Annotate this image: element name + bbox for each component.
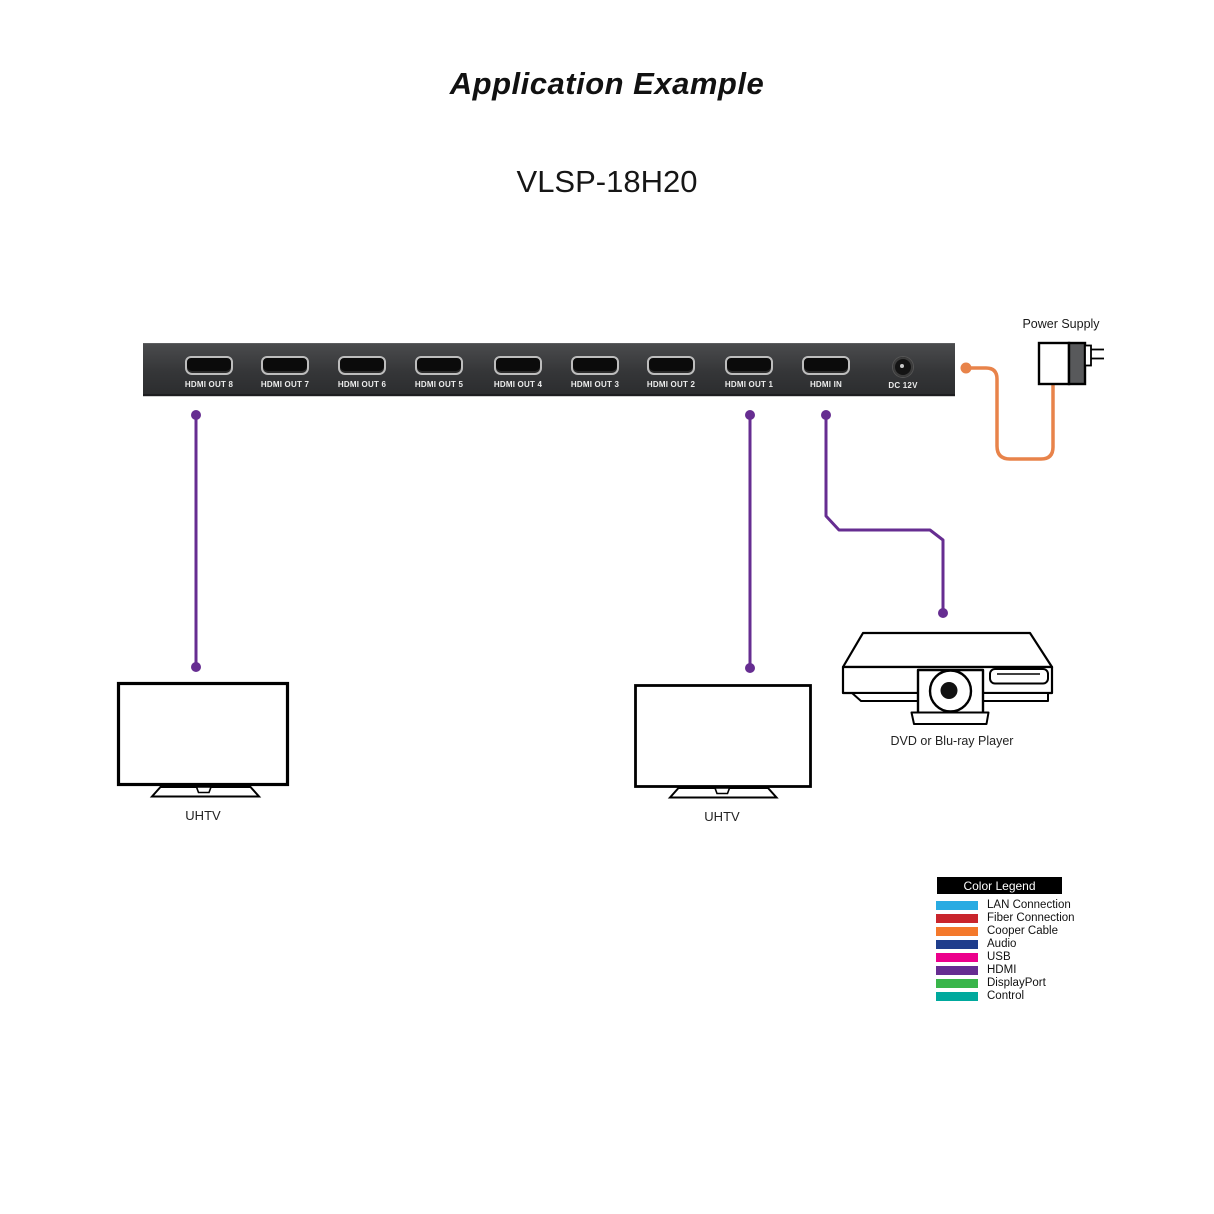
legend-label: DisplayPort bbox=[987, 977, 1046, 989]
dc-jack-icon bbox=[892, 356, 914, 378]
tv-middle-icon bbox=[634, 684, 812, 799]
legend-swatch bbox=[936, 979, 978, 988]
legend-swatch bbox=[936, 992, 978, 1001]
port-hdmi-out-2: HDMI OUT 2 bbox=[635, 356, 707, 389]
hdmi-port-icon bbox=[647, 356, 695, 375]
legend-item-lan: LAN Connection bbox=[936, 899, 1106, 911]
dvd-player-label: DVD or Blu-ray Player bbox=[890, 734, 1014, 748]
power-supply-icon bbox=[1037, 341, 1104, 386]
port-hdmi-out-3: HDMI OUT 3 bbox=[559, 356, 631, 389]
hdmi-port-icon bbox=[802, 356, 850, 375]
legend-label: Audio bbox=[987, 938, 1017, 950]
legend-item-control: Control bbox=[936, 990, 1106, 1002]
port-label: HDMI OUT 6 bbox=[337, 380, 387, 389]
port-hdmi-out-5: HDMI OUT 5 bbox=[403, 356, 475, 389]
legend-swatch bbox=[936, 940, 978, 949]
hdmi-cable-endpoint bbox=[745, 410, 755, 420]
port-label: HDMI OUT 1 bbox=[724, 380, 774, 389]
port-label: HDMI IN bbox=[809, 380, 843, 389]
dvd-player-icon bbox=[841, 631, 1054, 725]
port-dc-12v: DC 12V bbox=[867, 356, 939, 390]
legend-swatch bbox=[936, 927, 978, 936]
legend-swatch bbox=[936, 966, 978, 975]
legend-swatch bbox=[936, 953, 978, 962]
page-title: Application Example bbox=[449, 66, 765, 101]
legend-item-displayport: DisplayPort bbox=[936, 977, 1106, 989]
splitter-rear-panel: HDMI OUT 8 HDMI OUT 7 HDMI OUT 6 HDMI OU… bbox=[143, 343, 955, 396]
legend-item-usb: USB bbox=[936, 951, 1106, 963]
port-hdmi-out-1: HDMI OUT 1 bbox=[713, 356, 785, 389]
hdmi-port-icon bbox=[725, 356, 773, 375]
hdmi-port-icon bbox=[494, 356, 542, 375]
legend-label: HDMI bbox=[987, 964, 1017, 976]
port-label: HDMI OUT 8 bbox=[184, 380, 234, 389]
hdmi-cable-endpoint bbox=[938, 608, 948, 618]
port-hdmi-out-8: HDMI OUT 8 bbox=[173, 356, 245, 389]
hdmi-cable-endpoint bbox=[191, 410, 201, 420]
legend-item-copper: Cooper Cable bbox=[936, 925, 1106, 937]
tv-middle-label: UHTV bbox=[704, 809, 740, 824]
legend-label: USB bbox=[987, 951, 1011, 963]
port-label: DC 12V bbox=[888, 381, 918, 390]
hdmi-port-icon bbox=[338, 356, 386, 375]
legend-title: Color Legend bbox=[937, 877, 1062, 894]
legend-item-fiber: Fiber Connection bbox=[936, 912, 1106, 924]
legend-label: Fiber Connection bbox=[987, 912, 1075, 924]
port-hdmi-out-4: HDMI OUT 4 bbox=[482, 356, 554, 389]
power-cable-endpoint bbox=[960, 362, 972, 374]
legend-label: LAN Connection bbox=[987, 899, 1071, 911]
tv-left-label: UHTV bbox=[185, 808, 221, 823]
port-label: HDMI OUT 3 bbox=[570, 380, 620, 389]
legend-label: Cooper Cable bbox=[987, 925, 1058, 937]
port-label: HDMI OUT 2 bbox=[646, 380, 696, 389]
legend-item-hdmi: HDMI bbox=[936, 964, 1106, 976]
port-label: HDMI OUT 5 bbox=[414, 380, 464, 389]
hdmi-port-icon bbox=[185, 356, 233, 375]
legend-swatch bbox=[936, 914, 978, 923]
hdmi-port-icon bbox=[415, 356, 463, 375]
color-legend: LAN Connection Fiber Connection Cooper C… bbox=[936, 899, 1106, 1005]
hdmi-port-icon bbox=[571, 356, 619, 375]
power-supply-label: Power Supply bbox=[1022, 317, 1100, 331]
tv-left-icon bbox=[116, 681, 290, 798]
legend-item-audio: Audio bbox=[936, 938, 1106, 950]
hdmi-cable-endpoint bbox=[821, 410, 831, 420]
port-hdmi-out-7: HDMI OUT 7 bbox=[249, 356, 321, 389]
hdmi-cable-endpoint bbox=[745, 663, 755, 673]
hdmi-port-icon bbox=[261, 356, 309, 375]
hdmi-cable-input bbox=[824, 415, 945, 613]
legend-label: Control bbox=[987, 990, 1025, 1002]
model-number: VLSP-18H20 bbox=[516, 164, 698, 199]
port-hdmi-in: HDMI IN bbox=[790, 356, 862, 389]
hdmi-cable-endpoint bbox=[191, 662, 201, 672]
power-cable bbox=[966, 366, 1055, 461]
port-hdmi-out-6: HDMI OUT 6 bbox=[326, 356, 398, 389]
port-label: HDMI OUT 4 bbox=[493, 380, 543, 389]
legend-swatch bbox=[936, 901, 978, 910]
port-label: HDMI OUT 7 bbox=[260, 380, 310, 389]
